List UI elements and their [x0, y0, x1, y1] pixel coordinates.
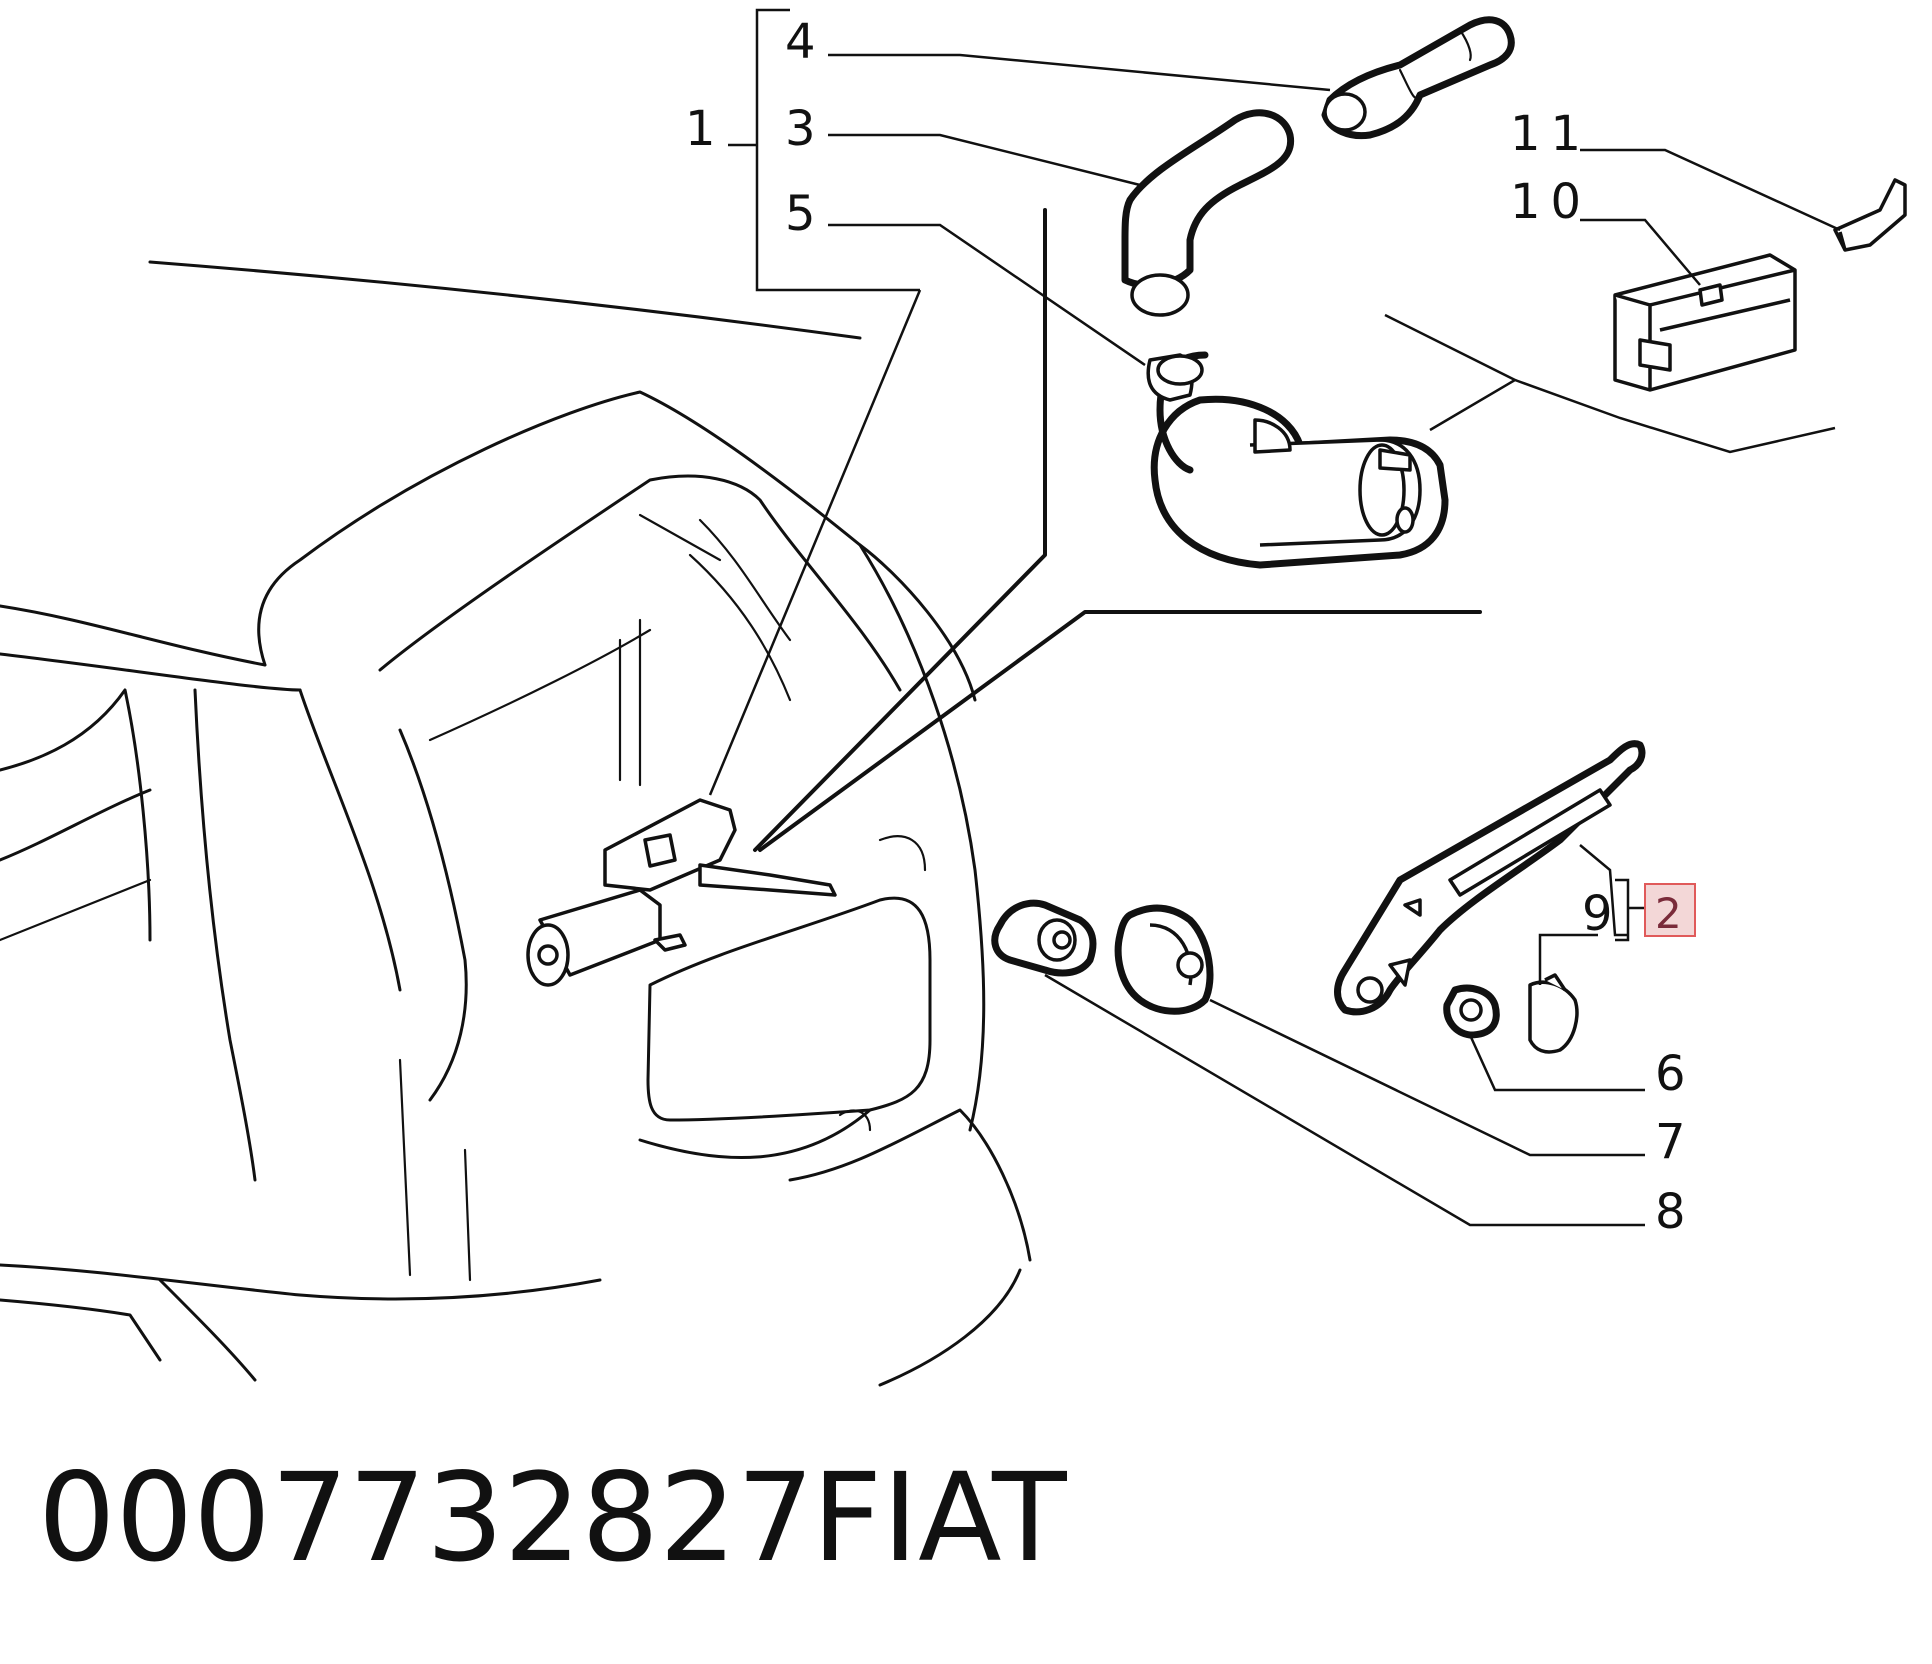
- callout-4: 4: [785, 14, 816, 70]
- wiper-arm: [1334, 740, 1646, 1016]
- car-body-illustration: [0, 260, 1032, 1387]
- explode-lines: [1384, 313, 1836, 454]
- brand-name: FIAT: [812, 1447, 1067, 1589]
- washer-motor: [1146, 351, 1449, 569]
- callout-7: 7: [1655, 1114, 1686, 1170]
- highlight-box: [1644, 883, 1696, 937]
- electrical-connector: [1613, 253, 1797, 392]
- callout-3: 3: [785, 101, 816, 157]
- callout-5: 5: [785, 186, 816, 242]
- bushing: [991, 899, 1097, 977]
- callout-1: 1: [685, 101, 716, 157]
- callout-8: 8: [1655, 1184, 1686, 1240]
- washer-nozzle: [1321, 16, 1515, 140]
- nut: [1443, 984, 1500, 1039]
- callout-labels: 1 2 3 4 5 6 7 8 9 10 11: [685, 14, 1686, 1240]
- leader-lines: [708, 8, 1841, 1227]
- cap: [1528, 973, 1579, 1054]
- washer-pump-on-car: [526, 798, 837, 987]
- washer-hose: [1121, 109, 1295, 317]
- part-number: 0007732827: [38, 1447, 814, 1589]
- callout-10: 10: [1510, 174, 1591, 230]
- callout-6: 6: [1655, 1046, 1686, 1102]
- callout-9: 9: [1582, 886, 1613, 942]
- seal: [1114, 904, 1214, 1015]
- callout-11: 11: [1510, 106, 1591, 162]
- electrical-terminal: [1833, 178, 1907, 252]
- callout-2: 2: [1655, 889, 1682, 938]
